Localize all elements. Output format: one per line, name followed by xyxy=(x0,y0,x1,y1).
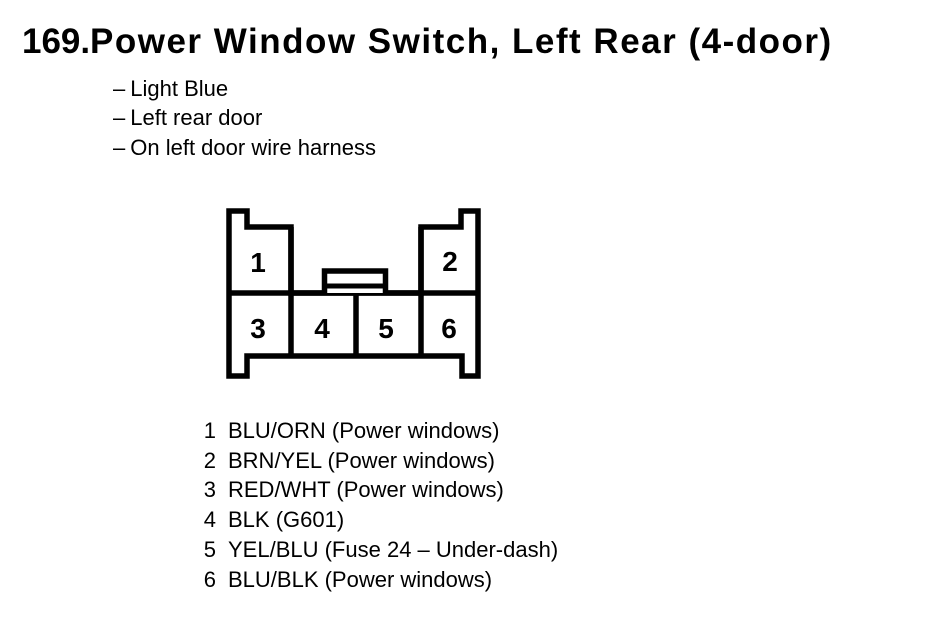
note-item: – Left rear door xyxy=(113,103,376,132)
pin-number-6: 6 xyxy=(441,313,457,344)
wire-label: YEL/BLU (Fuse 24 – Under-dash) xyxy=(228,536,559,562)
pin-number: 5 xyxy=(203,536,216,562)
dash-bullet: – xyxy=(113,76,126,101)
pin-row: 4 BLK (G601) xyxy=(200,505,558,535)
pin-number-3: 3 xyxy=(250,313,266,344)
pin-number: 3 xyxy=(203,477,216,503)
wire-label: BRN/YEL (Power windows) xyxy=(228,447,495,473)
note-text: Left rear door xyxy=(130,105,263,131)
dash-bullet: – xyxy=(113,105,126,131)
pin-row: 5 YEL/BLU (Fuse 24 – Under-dash) xyxy=(200,535,558,565)
pin-row: 3 RED/WHT (Power windows) xyxy=(200,475,558,505)
dash-bullet: – xyxy=(113,134,126,160)
wire-label: RED/WHT (Power windows) xyxy=(228,477,504,503)
connector-pinout-diagram: 1 2 3 4 5 6 xyxy=(226,208,481,379)
pin-number-1: 1 xyxy=(250,247,266,278)
wire-label: BLU/ORN (Power windows) xyxy=(228,418,500,443)
wire-label: BLK (G601) xyxy=(228,507,345,533)
pin-number: 6 xyxy=(203,566,216,592)
note-text: On left door wire harness xyxy=(130,134,377,160)
pin-row: 2 BRN/YEL (Power windows) xyxy=(200,446,558,476)
latch-tab xyxy=(321,268,389,293)
figure-number: 169. xyxy=(22,22,91,61)
page-title: Power Window Switch, Left Rear (4-door) xyxy=(90,22,833,61)
pin-number: 2 xyxy=(203,447,216,473)
pin-number: 1 xyxy=(203,418,216,443)
pin-number-5: 5 xyxy=(378,313,394,344)
note-item: – On left door wire harness xyxy=(113,133,376,162)
note-text: Light Blue xyxy=(130,76,229,101)
wire-label: BLU/BLK (Power windows) xyxy=(228,566,493,592)
pin-number: 4 xyxy=(203,507,216,533)
note-item: – Light Blue xyxy=(113,74,376,103)
pin-row: 6 BLU/BLK (Power windows) xyxy=(200,565,558,595)
pin-row: 1 BLU/ORN (Power windows) xyxy=(200,416,558,446)
pin-assignment-list: 1 BLU/ORN (Power windows) 2 BRN/YEL (Pow… xyxy=(200,416,558,594)
pin-number-4: 4 xyxy=(314,313,330,344)
pin-number-2: 2 xyxy=(442,246,458,277)
connector-notes: – Light Blue – Left rear door – On left … xyxy=(113,74,376,162)
